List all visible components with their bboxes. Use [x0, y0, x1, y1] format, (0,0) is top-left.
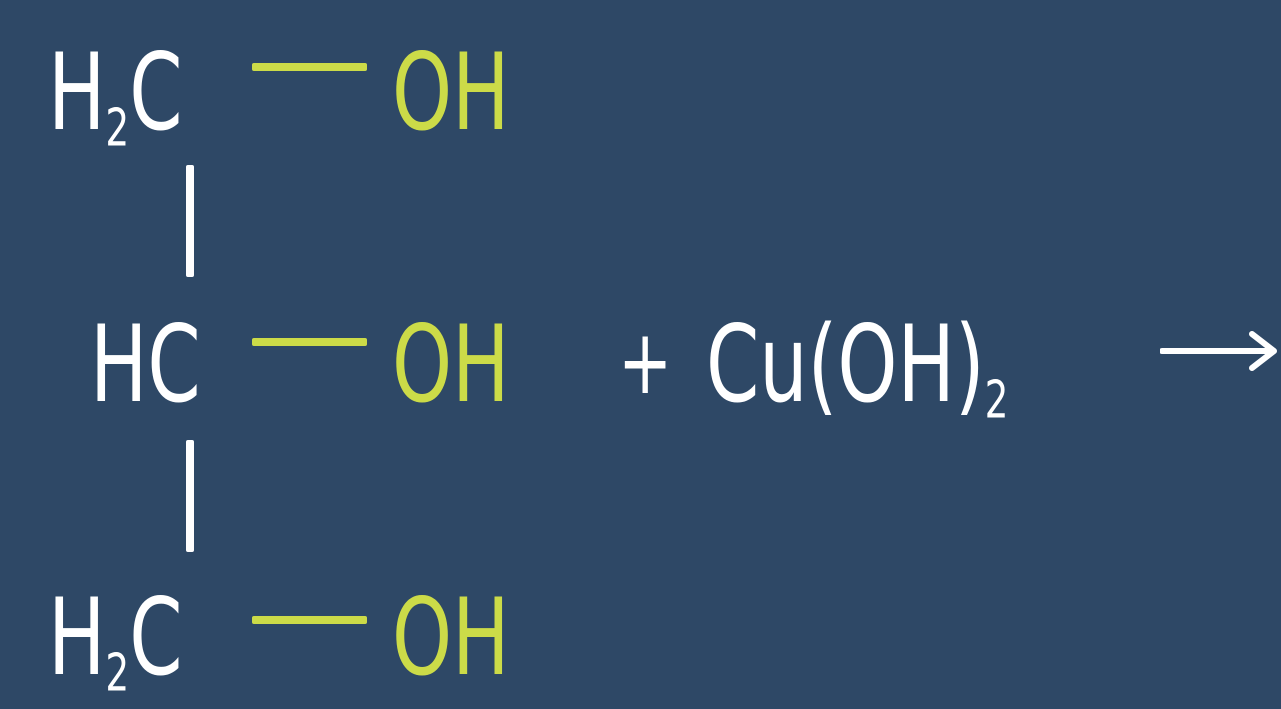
- row3-carbon: H2C: [48, 576, 183, 704]
- row2-hydroxyl: OH: [392, 303, 510, 426]
- row3-subscript: 2: [105, 643, 130, 704]
- vertical-bond-top: [186, 165, 194, 277]
- row3-hydroxyl: OH: [392, 576, 510, 699]
- row2-carbon: HC: [90, 303, 201, 426]
- right-arrow-icon: [1160, 331, 1277, 371]
- reagent-subscript: 2: [984, 370, 1009, 431]
- vertical-bond-bottom: [186, 440, 194, 552]
- plus-sign: +: [618, 310, 673, 415]
- row3-bond: [252, 616, 367, 624]
- row1-bond: [252, 63, 367, 71]
- row2-bond: [252, 338, 367, 346]
- row1-carbon: H2C: [48, 31, 183, 159]
- reagent-formula: Cu(OH)2: [706, 303, 1009, 431]
- row1-hydroxyl: OH: [392, 31, 510, 154]
- row1-subscript: 2: [105, 98, 130, 159]
